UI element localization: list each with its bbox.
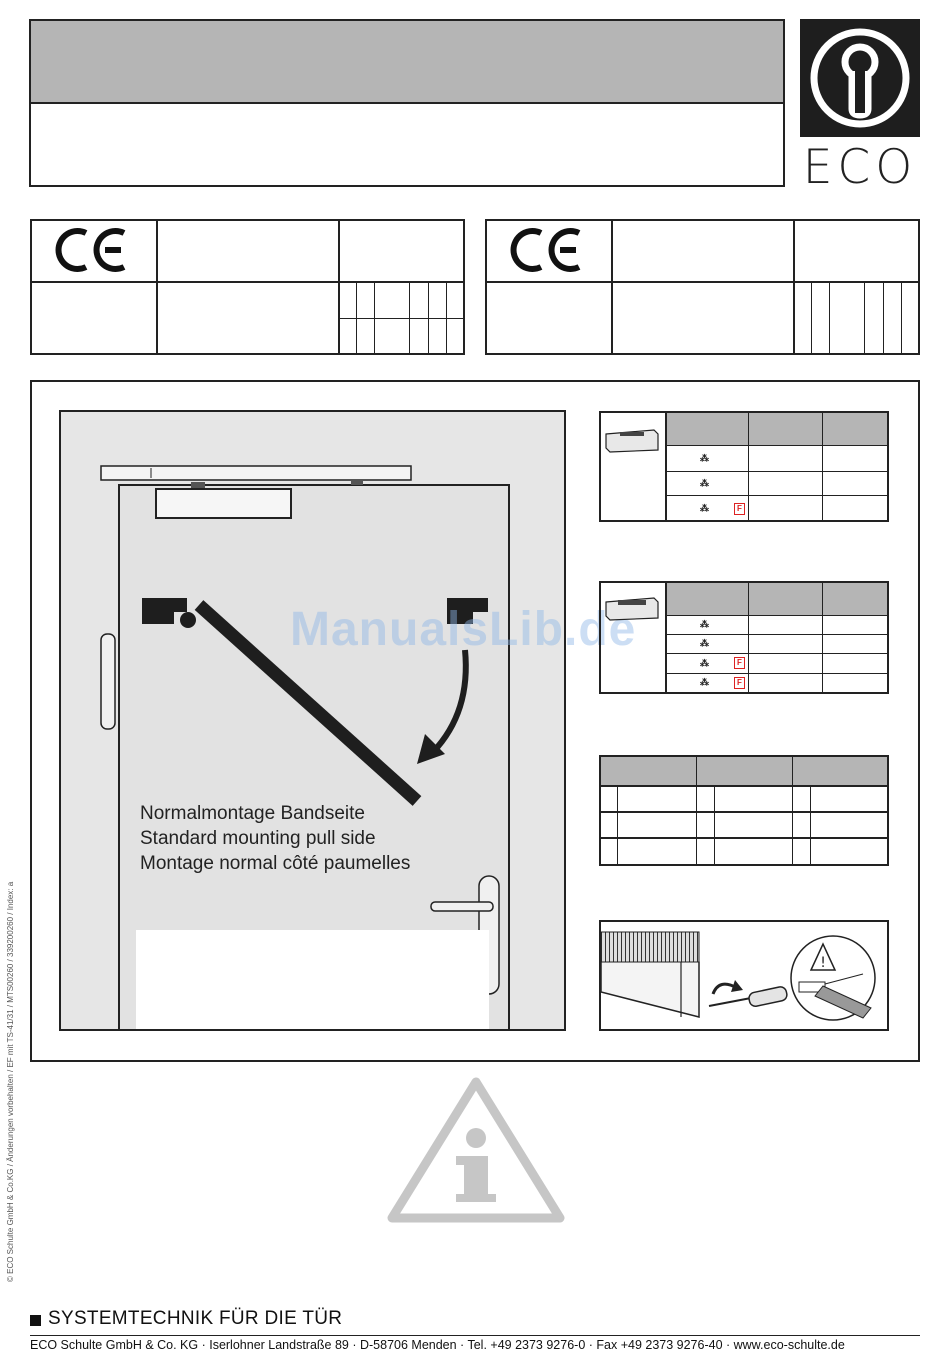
spec-table-2-row (667, 634, 887, 635)
mounting-text-fr: Montage normal côté paumelles (140, 853, 411, 874)
spec-table-2 (599, 581, 889, 694)
ce-table-left-col2 (338, 219, 340, 355)
spec-table-2-col (665, 581, 667, 694)
watermark: ManualsLib.de (290, 603, 637, 656)
spring-icon: ⁂ (700, 638, 709, 648)
ce-right-sub-col (901, 283, 902, 353)
ce-right-sub-col (883, 283, 884, 353)
adjustment-figure: ! (599, 920, 889, 1031)
mounting-text-de: Normalmontage Bandseite (140, 803, 365, 824)
spec-table-3-row (601, 811, 887, 813)
fire-badge-icon: F (734, 503, 745, 515)
door-drawing (100, 465, 510, 1029)
ce-table-left-row-divider (30, 281, 465, 283)
spec-table-3 (599, 755, 889, 866)
spring-icon: ⁂ (700, 619, 709, 629)
spec-table-2-row (667, 615, 887, 616)
ce-right-sub-col (864, 283, 865, 353)
spec-table-3-header (601, 757, 887, 785)
spring-icon: ⁂ (700, 677, 709, 687)
spring-icon: ⁂ (700, 503, 709, 513)
spec-table-3-row (601, 837, 887, 839)
closer-body-icon (604, 428, 660, 459)
spec-table-3-col (696, 757, 697, 864)
header-divider (31, 102, 783, 104)
main-frame (30, 380, 920, 1062)
ce-mark-right (510, 225, 585, 280)
header-box (29, 19, 785, 187)
spec-table-3-row (601, 785, 887, 787)
spec-table-2-row (667, 653, 887, 654)
ce-right-sub-col (829, 283, 830, 353)
spec-table-2-header (667, 583, 887, 615)
spec-table-1-row (667, 445, 887, 446)
spec-table-2-col (748, 583, 749, 692)
ce-mark-icon (55, 228, 126, 272)
spec-table-2-row (667, 673, 887, 674)
ce-table-right-col1 (611, 219, 613, 355)
ce-left-sub-row (340, 318, 463, 319)
spec-table-1-col (748, 413, 749, 520)
fire-badge-icon: F (734, 677, 745, 689)
spec-table-1-header (667, 413, 887, 445)
header-title-band (31, 21, 783, 102)
side-legal-text: © ECO Schulte GmbH & Co.KG / Änderungen … (6, 881, 15, 1282)
spec-table-1-col (822, 413, 823, 520)
footer-divider (30, 1335, 920, 1336)
spec-table-2-col (822, 583, 823, 692)
spec-table-1-row (667, 495, 887, 496)
door-illustration (59, 410, 566, 1031)
fire-badge-icon: F (734, 657, 745, 669)
svg-text:!: ! (820, 955, 826, 971)
cylinder-lock-icon (810, 28, 910, 128)
footer-title: SYSTEMTECHNIK FÜR DIE TÜR (48, 1308, 343, 1329)
spec-table-1 (599, 411, 889, 522)
ce-table-right (485, 219, 920, 355)
ce-table-right-col2 (793, 219, 795, 355)
spec-table-3-subcol (714, 785, 715, 864)
closer-adjust-drawing: ! (601, 931, 876, 1021)
mounting-text-en: Standard mounting pull side (140, 828, 376, 849)
spec-table-3-col (792, 757, 793, 864)
spec-table-1-row (667, 471, 887, 472)
spec-table-1-col (665, 411, 667, 522)
spring-icon: ⁂ (700, 478, 709, 488)
closer-body-icon (604, 596, 660, 627)
spring-icon: ⁂ (700, 658, 709, 668)
footer-address: ECO Schulte GmbH & Co. KG · Iserlohner L… (30, 1338, 845, 1352)
eco-logo (800, 19, 920, 137)
eco-logo-text: ECO (802, 140, 918, 195)
footer-square-icon (30, 1315, 41, 1326)
ce-table-left-col1 (156, 219, 158, 355)
ce-table-left (30, 219, 465, 355)
spec-table-3-subcol (617, 785, 618, 864)
ce-mark-icon (510, 228, 581, 272)
ce-mark-left (55, 225, 130, 280)
spec-table-3-subcol (810, 785, 811, 864)
spring-icon: ⁂ (700, 453, 709, 463)
info-warning-icon (384, 1074, 568, 1231)
ce-table-right-row-divider (485, 281, 920, 283)
ce-right-sub-col (811, 283, 812, 353)
